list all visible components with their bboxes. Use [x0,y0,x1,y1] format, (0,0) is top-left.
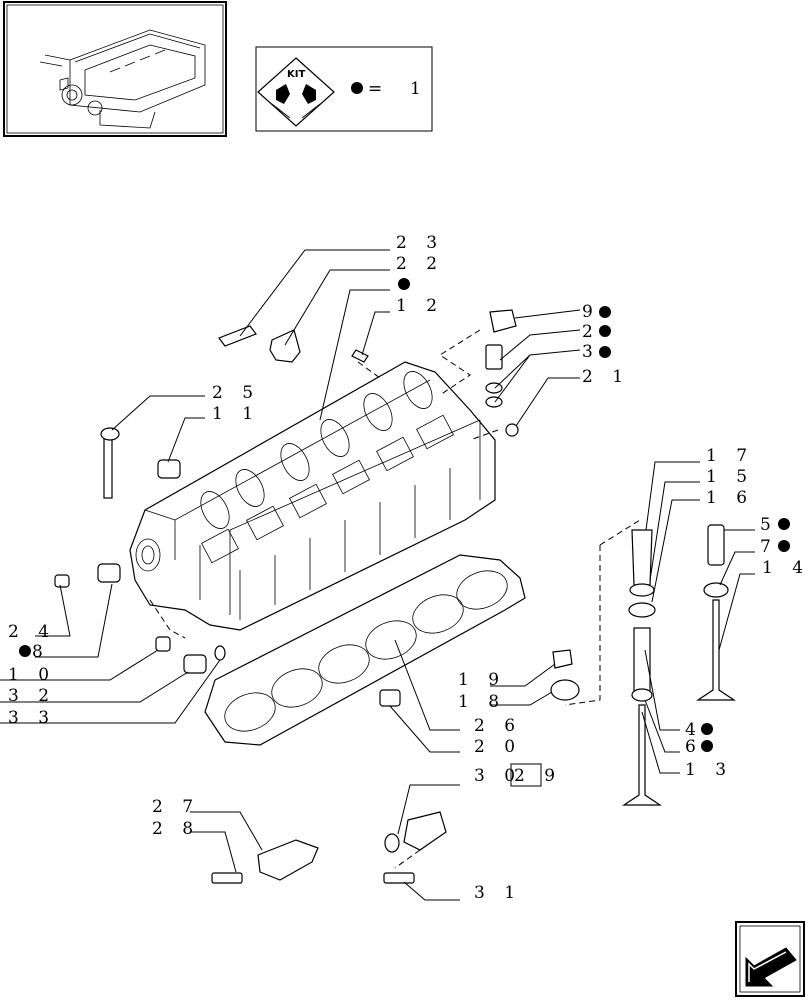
next-page-arrow-icon [745,947,797,987]
callout-12: 1 2 [396,296,444,316]
callout-22: 2 2 [396,254,444,274]
callout-32: 3 2 [8,686,56,706]
callout-6: 6 [685,737,703,757]
kit-dot-icon [778,540,790,552]
callout-26: 2 6 [474,716,522,736]
callout-30: 3 0 [474,766,522,786]
callout-7: 7 [760,537,778,557]
kit-quantity: 1 [410,79,428,99]
callout-17: 1 7 [706,446,754,466]
callout-24: 2 4 [8,622,56,642]
callout-9: 9 [582,302,600,322]
callout-8: 8 [32,642,50,662]
leader-lines [0,249,755,901]
kit-dot-icon [701,740,713,752]
callout-15: 1 5 [706,467,754,487]
callout-5: 5 [760,515,778,535]
engine-thumbnail[interactable] [3,1,227,137]
callout-4: 4 [685,720,703,740]
callout-20: 2 0 [474,737,522,757]
callout-10: 1 0 [8,665,56,685]
callout-29: 2 9 [514,766,562,786]
callout-3: 3 [582,342,600,362]
callout-16: 1 6 [706,488,754,508]
callout-2: 2 [582,322,600,342]
callout-11: 1 1 [212,404,260,424]
kit-dot-icon [398,278,410,290]
head-gasket [204,554,526,746]
callout-21: 2 1 [582,367,630,387]
callout-28: 2 8 [152,819,200,839]
cylinder-head [129,361,496,631]
kit-dot-icon [599,346,611,358]
kit-dot-icon [351,82,363,94]
engine-icon [39,29,206,129]
kit-dot-icon [599,306,611,318]
kit-dot-icon [701,723,713,735]
kit-legend: KIT = 1 [255,46,433,132]
callout-13: 1 3 [685,760,733,780]
callout-23: 2 3 [396,233,444,253]
callout-18: 1 8 [458,692,506,712]
callout-27: 2 7 [152,797,200,817]
kit-dot-icon [599,325,611,337]
kit-dot-icon [778,518,790,530]
callout-33: 3 3 [8,708,56,728]
callout-31: 3 1 [474,883,522,903]
kit-dot-icon [19,645,31,657]
kit-icon: KIT [257,57,335,127]
kit-text: KIT [287,69,305,80]
callout-25: 2 5 [212,383,260,403]
parts [54,309,736,884]
next-page-button[interactable] [735,921,805,997]
callout-19: 1 9 [458,670,506,690]
callout-labels: 2 3 2 2 1 2 9 2 3 2 1 2 5 1 1 1 7 1 5 1 … [8,233,808,903]
kit-equals: = [368,79,389,99]
callout-14: 1 4 [762,558,808,578]
